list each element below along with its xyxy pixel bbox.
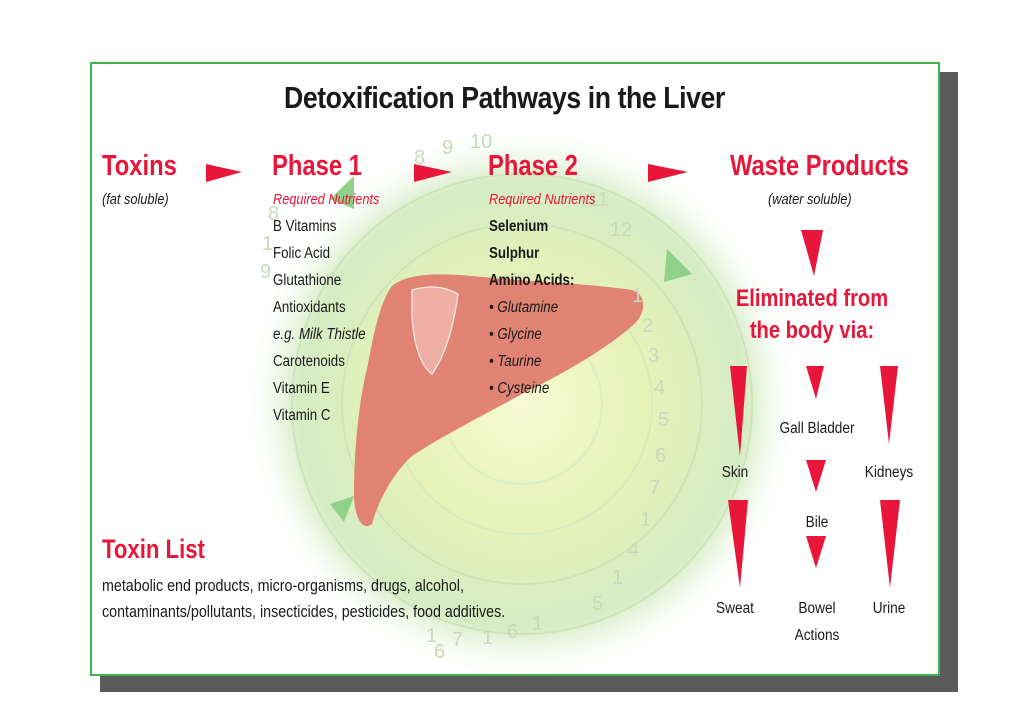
- list-item: Selenium: [489, 218, 549, 235]
- route-bowel: Bowel: [798, 600, 836, 617]
- dial-number: 1: [262, 233, 273, 255]
- list-item: B Vitamins: [273, 218, 337, 235]
- dial-number: 8: [414, 147, 425, 169]
- dial-number: 12: [610, 219, 632, 241]
- dial-number: 4: [654, 377, 665, 399]
- page-title: Detoxification Pathways in the Liver: [284, 80, 725, 115]
- waste-sub: (water soluble): [768, 192, 852, 208]
- dial-arrow-3: [330, 496, 354, 522]
- route-actions: Actions: [794, 627, 840, 644]
- glow-disc: [242, 124, 802, 674]
- list-item: Glutathione: [273, 272, 342, 289]
- list-item: Vitamin E: [273, 380, 330, 397]
- list-item: Antioxidants: [273, 299, 346, 316]
- diagram-frame: 8 9 10 11 12 1 2 3 4 5 6 7 1 4 1 5 1 6 1…: [90, 62, 940, 676]
- list-item: • Glutamine: [489, 299, 559, 316]
- route-skin: Skin: [721, 464, 749, 481]
- dial-number: 5: [592, 593, 603, 615]
- eliminated-line2: the body via:: [749, 317, 875, 344]
- phase2-sub: Required Nutrients: [489, 192, 596, 208]
- list-item: • Taurine: [489, 353, 542, 370]
- route-bile: Bile: [805, 514, 829, 531]
- eliminated-line1: Eliminated from: [735, 285, 889, 312]
- dial-number: 9: [260, 261, 271, 283]
- dial-number: 11: [588, 189, 609, 211]
- route-gall-bladder: Gall Bladder: [779, 420, 855, 437]
- arrow-kidneys-to-urine: [880, 500, 900, 588]
- arrow-gall-to-bile: [806, 460, 826, 492]
- dial-number: 1: [640, 509, 651, 531]
- toxin-list-heading: Toxin List: [102, 534, 205, 564]
- dial-number: 1: [612, 567, 623, 589]
- arrow-waste-down: [801, 230, 823, 276]
- toxin-list-line1: metabolic end products, micro-organisms,…: [102, 576, 464, 595]
- dial-arrow-2: [664, 249, 692, 282]
- dial-number: 5: [658, 409, 669, 431]
- phase2-heading: Phase 2: [488, 150, 578, 182]
- dial-number: 6: [434, 641, 445, 663]
- dial-number: 1: [482, 627, 493, 649]
- dial-number: 8: [268, 203, 279, 225]
- arrow-bile-to-bowel: [806, 536, 826, 568]
- dial-number: 7: [452, 629, 463, 651]
- list-item: Sulphur: [489, 245, 540, 262]
- dial-number: 6: [655, 445, 666, 467]
- arrow-toxins-to-phase1: [206, 164, 242, 182]
- ring-2: [341, 223, 703, 585]
- background-art: 8 9 10 11 12 1 2 3 4 5 6 7 1 4 1 5 1 6 1…: [206, 124, 900, 674]
- route-sweat: Sweat: [716, 600, 754, 617]
- dial-number: 6: [507, 621, 518, 643]
- route-urine: Urine: [872, 600, 906, 617]
- list-item: • Cysteine: [489, 380, 550, 397]
- toxins-heading: Toxins: [102, 150, 177, 182]
- list-item: e.g. Milk Thistle: [273, 326, 366, 343]
- dial-number: 9: [442, 137, 453, 159]
- arrow-phase2-to-waste: [648, 164, 688, 182]
- list-item: • Glycine: [489, 326, 542, 343]
- dial-number: 1: [426, 625, 437, 647]
- toxins-sub: (fat soluble): [102, 192, 169, 208]
- list-item: Folic Acid: [273, 245, 331, 262]
- dial-number: 3: [648, 345, 659, 367]
- dial-number: 1: [632, 285, 643, 307]
- phase1-sub: Required Nutrients: [273, 192, 380, 208]
- arrow-kidneys-down: [880, 366, 898, 444]
- dial-number: 7: [649, 477, 660, 499]
- toxin-list-line2: contaminants/pollutants, insecticides, p…: [102, 602, 506, 621]
- arrow-skin-to-sweat: [728, 500, 748, 588]
- dial-number: 10: [470, 131, 492, 153]
- arrow-skin-down: [730, 366, 747, 456]
- ring-1: [291, 173, 753, 635]
- list-item: Amino Acids:: [489, 272, 575, 289]
- arrow-gall-down: [806, 366, 824, 399]
- list-item: Vitamin C: [273, 407, 331, 424]
- route-kidneys: Kidneys: [864, 464, 914, 481]
- liver-lobe-detail: [411, 286, 459, 375]
- phase1-heading: Phase 1: [272, 150, 362, 182]
- waste-heading: Waste Products: [730, 150, 909, 182]
- dial-number: 4: [628, 539, 639, 561]
- dial-arrow-1: [330, 176, 354, 209]
- dial-number: 1: [532, 613, 543, 635]
- list-item: Carotenoids: [273, 353, 345, 370]
- arrow-phase1-to-phase2: [414, 164, 452, 182]
- dial-number: 2: [642, 315, 653, 337]
